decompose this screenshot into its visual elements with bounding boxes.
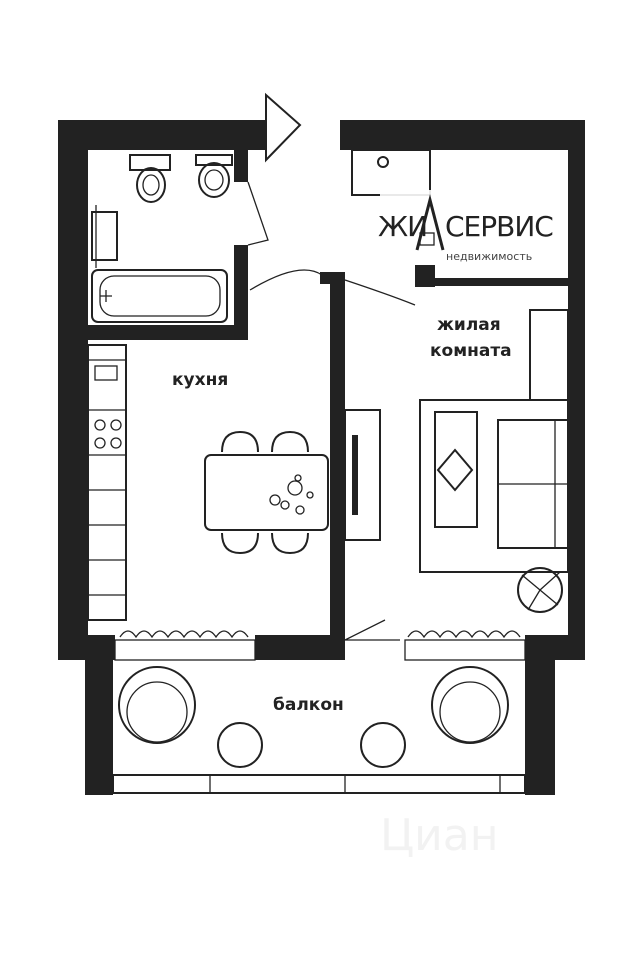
kitchen-unit [87, 344, 127, 621]
sink-top [195, 154, 233, 166]
walls [58, 120, 585, 795]
entrance-door [247, 92, 416, 306]
sofa [497, 419, 569, 549]
balcony-label: балкон [273, 695, 344, 715]
tv-stand [344, 409, 381, 541]
logo-part2: СЕРВИС [445, 210, 553, 243]
watermark: Циан [380, 810, 499, 861]
bathroom [91, 154, 233, 323]
sink [198, 162, 230, 198]
living-room-label-2: комната [430, 341, 512, 361]
rug [419, 399, 569, 573]
company-logo: ЖИ СЕРВИС недвижимость [378, 190, 555, 265]
living-room-label-1: жилая [437, 315, 501, 335]
toilet [136, 167, 166, 203]
windows [114, 619, 526, 661]
balcony [112, 666, 526, 794]
kitchen-label: кухня [172, 370, 228, 390]
plant [517, 567, 563, 613]
washer [91, 211, 118, 261]
bathtub [91, 269, 228, 323]
dining-table [204, 430, 329, 555]
wardrobe [351, 149, 431, 196]
logo-subtitle: недвижимость [446, 250, 532, 263]
toilet-tank [129, 154, 171, 171]
pouf [434, 411, 478, 528]
shelf [529, 309, 569, 401]
